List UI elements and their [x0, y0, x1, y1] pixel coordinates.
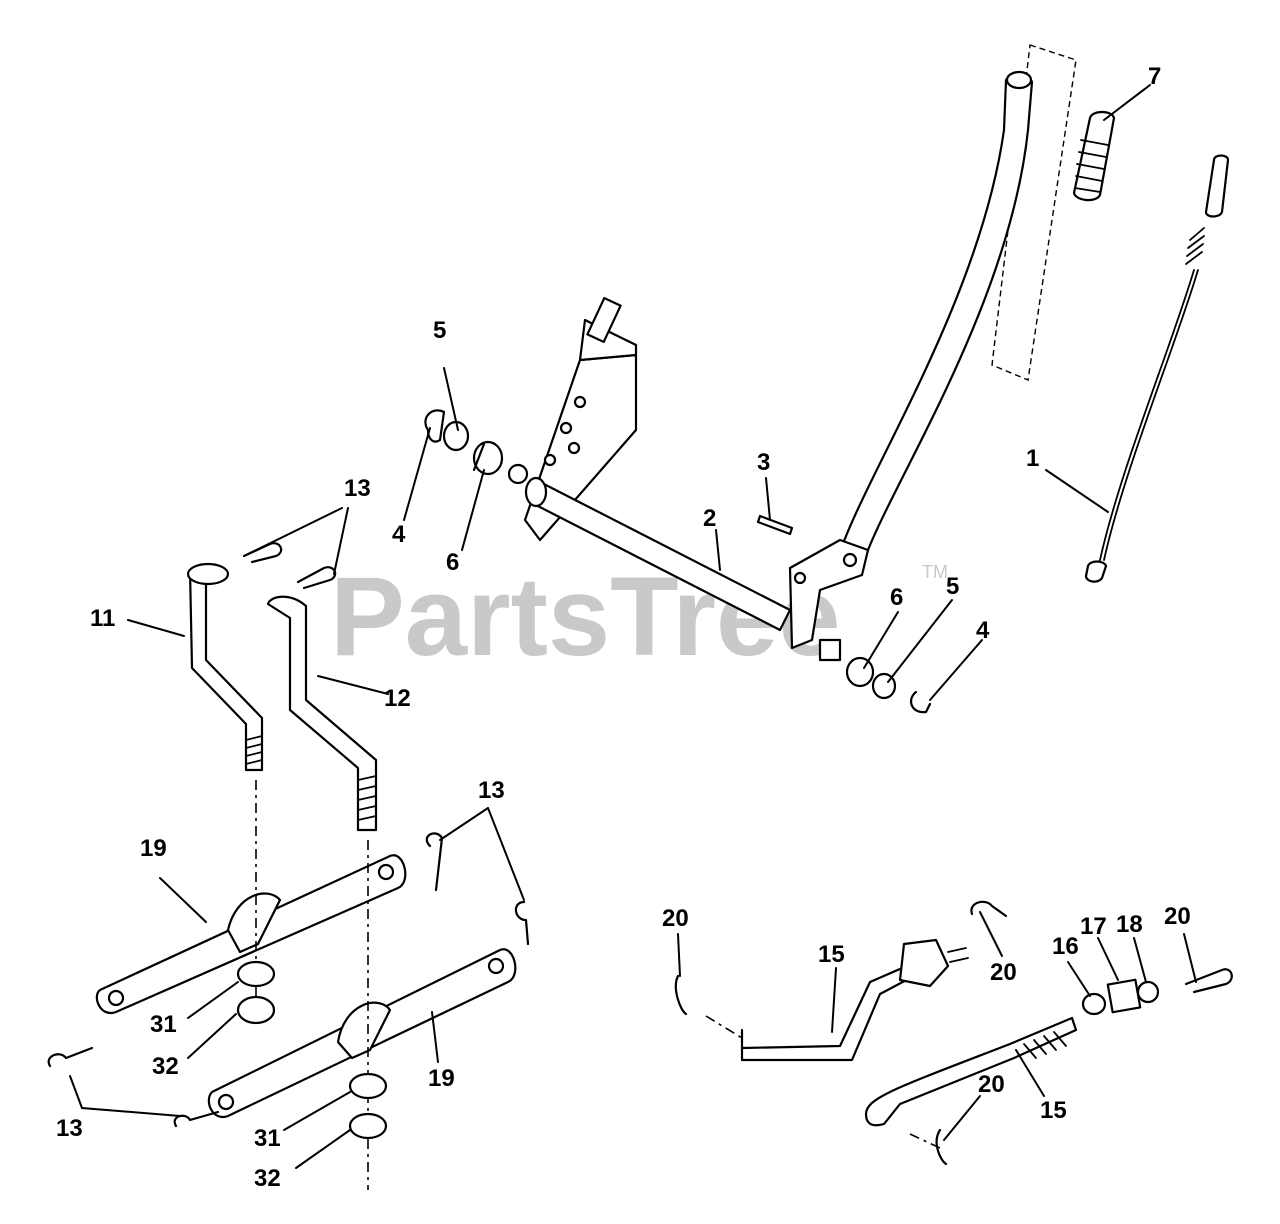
callout-17: 17 [1080, 913, 1107, 940]
lift-link-11 [186, 562, 264, 772]
callout-7: 7 [1148, 63, 1161, 90]
callout-19-upper: 19 [140, 835, 167, 862]
callout-15-upper: 15 [818, 941, 845, 968]
callout-13-mid: 13 [478, 777, 505, 804]
watermark-trademark: TM [922, 562, 948, 582]
lift-arm-upper [95, 854, 407, 1015]
callout-5-right: 5 [946, 573, 959, 600]
grip-outline [991, 44, 1077, 381]
callout-15-lower: 15 [1040, 1097, 1067, 1124]
lift-handle [788, 70, 1034, 650]
callout-19-lower: 19 [428, 1065, 455, 1092]
nuts-upper [236, 960, 276, 1025]
leader-lines [69, 84, 1197, 1169]
callout-13-top: 13 [344, 475, 371, 502]
lift-link-12 [266, 595, 378, 832]
nuts-lower [348, 1072, 388, 1140]
handle-grip [1072, 110, 1116, 202]
callout-4-left: 4 [392, 521, 406, 548]
callout-20-b: 20 [990, 959, 1017, 986]
right-hardware [845, 656, 932, 714]
left-hardware [424, 409, 504, 476]
lift-arm-lower [207, 948, 517, 1119]
callout-32-lower: 32 [254, 1165, 281, 1192]
callout-20-d: 20 [978, 1071, 1005, 1098]
callout-20-c: 20 [1164, 903, 1191, 930]
cotter-pin [756, 514, 794, 536]
callout-4-right: 4 [976, 617, 990, 644]
hair-pins-arms [47, 832, 530, 1128]
adjustment-rods [674, 900, 1233, 1166]
callout-31-lower: 31 [254, 1125, 281, 1152]
callout-11: 11 [90, 605, 115, 632]
cross-shaft [507, 463, 842, 662]
pull-cable [1084, 154, 1230, 583]
callout-2: 2 [703, 505, 716, 532]
callout-1: 1 [1026, 445, 1039, 472]
callout-18: 18 [1116, 911, 1143, 938]
callout-6-left: 6 [446, 549, 459, 576]
callout-numbers: 7 5 4 6 3 2 1 13 11 12 6 5 4 13 19 31 32… [56, 63, 1191, 1192]
callout-5-left: 5 [433, 317, 446, 344]
callout-16: 16 [1052, 933, 1079, 960]
callout-3: 3 [757, 449, 770, 476]
callout-31-upper: 31 [150, 1011, 177, 1038]
callout-13-lower: 13 [56, 1115, 83, 1142]
callout-32-upper: 32 [152, 1053, 179, 1080]
callout-20-a: 20 [662, 905, 689, 932]
callout-6-right: 6 [890, 584, 903, 611]
callout-12: 12 [384, 685, 411, 712]
